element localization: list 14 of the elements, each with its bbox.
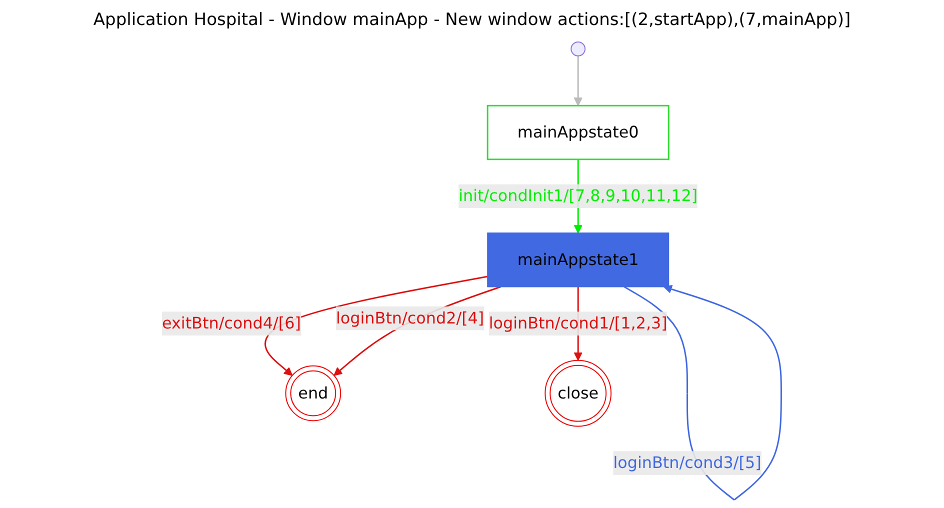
edge-label: loginBtn/cond1/[1,2,3]	[489, 314, 668, 333]
edge-label: loginBtn/cond3/[5]	[614, 453, 762, 472]
arrow	[574, 56, 583, 106]
node-circle	[571, 41, 586, 56]
node-box: mainAppstate1	[488, 232, 670, 288]
node-box: mainAppstate0	[487, 104, 670, 160]
diagram-title: Application Hospital - Window mainApp - New window actions:[(2,startApp),(7,mainApp)]	[93, 10, 851, 30]
edge-label: loginBtn/cond2/[4]	[336, 308, 485, 328]
edge-label: exitBtn/cond4/[6]	[162, 314, 302, 333]
arrow	[265, 276, 488, 376]
node-circle: end	[286, 365, 342, 422]
arrow	[334, 286, 502, 376]
node-circle: close	[545, 360, 612, 427]
edge-label: init/condInit1/[7,8,9,10,11,12]	[458, 186, 698, 206]
